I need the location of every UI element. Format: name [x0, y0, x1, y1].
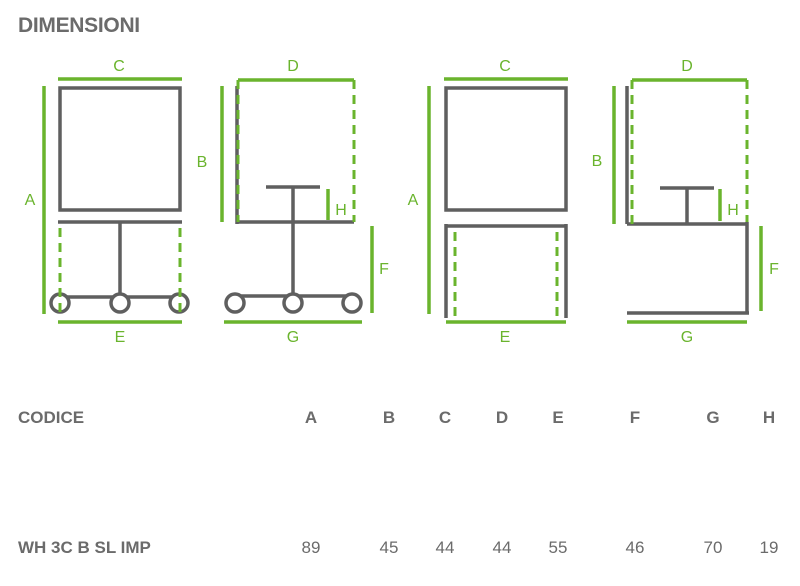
dim-label-g: G [287, 329, 299, 346]
cell-c: 44 [435, 538, 455, 557]
cell-a: 89 [301, 538, 321, 557]
header-b: B [382, 408, 396, 427]
dim-label-a: A [408, 192, 419, 209]
dim-label-f: F [379, 261, 389, 278]
header-f: F [629, 408, 641, 427]
figure-front-wheels: C A E [25, 58, 190, 346]
header-g: G [706, 408, 720, 427]
dim-label-h: H [335, 202, 347, 219]
header-codice: CODICE [18, 408, 85, 427]
dim-label-e: E [115, 329, 126, 346]
cell-e: 55 [548, 538, 568, 557]
dim-label-c: C [113, 58, 125, 75]
dim-label-f: F [769, 261, 779, 278]
cell-b: 45 [379, 538, 399, 557]
header-a: A [304, 408, 318, 427]
figure-side-wheels: D B H F G [197, 58, 389, 346]
dim-label-c: C [499, 58, 511, 75]
dimension-drawings: C A E D B H F G C A [25, 58, 779, 346]
page-title: DIMENSIONI [18, 14, 140, 37]
figure-side-sled: D B H F G [592, 58, 779, 346]
header-h: H [762, 408, 776, 427]
dim-label-e: E [500, 329, 511, 346]
header-e: E [552, 408, 564, 427]
dim-label-b: B [197, 154, 208, 171]
dim-label-d: D [681, 58, 693, 75]
cell-d: 44 [492, 538, 512, 557]
cell-h: 19 [759, 538, 779, 557]
figure-front-sled: C A E [408, 58, 568, 346]
cell-f: 46 [625, 538, 645, 557]
dim-label-h: H [727, 202, 739, 219]
dim-label-a: A [25, 192, 36, 209]
header-c: C [438, 408, 452, 427]
header-d: D [495, 408, 509, 427]
dim-label-g: G [681, 329, 693, 346]
cell-codice: WH 3C B SL IMP [18, 538, 151, 557]
dim-label-d: D [287, 58, 299, 75]
dim-label-b: B [592, 153, 603, 170]
cell-g: 70 [703, 538, 723, 557]
